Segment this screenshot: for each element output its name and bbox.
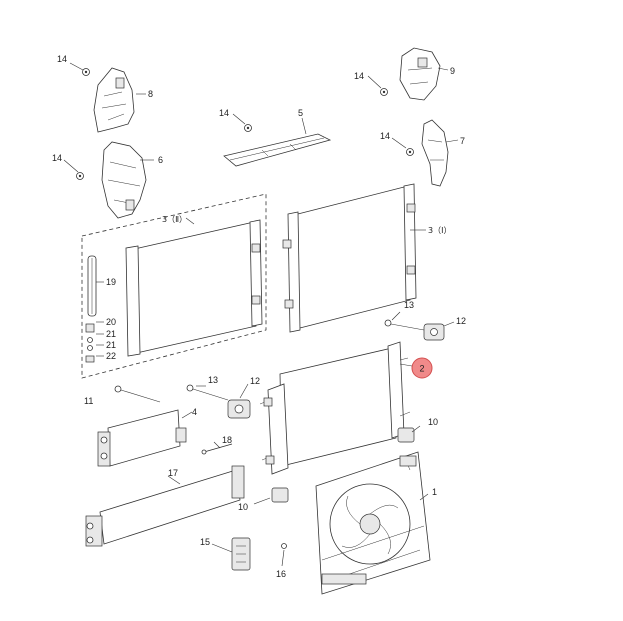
label-8: 8 (148, 89, 153, 99)
label-12-upper: 12 (456, 316, 466, 326)
part-8-air-deflector (93, 67, 135, 133)
bolt-13-lower-icon (186, 384, 229, 401)
bolt-14-d-icon (380, 88, 388, 96)
labels: 14 8 14 6 14 5 14 9 14 7 3（Ⅰ） 3（Ⅱ） 19 20… (52, 54, 466, 579)
part-9-bracket (399, 47, 441, 101)
bolt-14-e-icon (406, 148, 414, 156)
label-19: 19 (106, 277, 116, 287)
label-2: 2 (419, 364, 424, 374)
label-14-e: 14 (380, 131, 390, 141)
transmission-cooler-17 (85, 465, 245, 547)
label-14-a: 14 (57, 54, 67, 64)
part-7-bracket (421, 119, 449, 187)
label-18: 18 (222, 435, 232, 445)
bolts-14 (76, 68, 414, 180)
label-14-b: 14 (52, 153, 62, 163)
label-15: 15 (200, 537, 210, 547)
label-12-lower: 12 (250, 376, 260, 386)
mount-10-right (397, 427, 415, 443)
callout-2-highlight[interactable]: 2 (411, 357, 433, 379)
label-20: 20 (106, 317, 116, 327)
label-14-d: 14 (354, 71, 364, 81)
label-22: 22 (106, 351, 116, 361)
label-14-c: 14 (219, 108, 229, 118)
label-7: 7 (460, 136, 465, 146)
bolt-13-upper-icon (384, 319, 425, 331)
label-3-ii: 3（Ⅱ） (162, 215, 187, 224)
part-5-baffle (223, 133, 332, 167)
mount-12-lower (227, 399, 251, 419)
label-13-upper: 13 (404, 300, 414, 310)
module-15 (231, 537, 251, 571)
bolt-14-b-icon (76, 172, 84, 180)
label-10-right: 10 (428, 417, 438, 427)
bolt-11-icon (114, 385, 161, 403)
bolt-14-c-icon (244, 124, 252, 132)
label-17: 17 (168, 468, 178, 478)
radiator-2 (259, 341, 411, 475)
label-11: 11 (84, 396, 93, 406)
label-10-left: 10 (238, 502, 248, 512)
label-1: 1 (432, 487, 437, 497)
mount-10-left (271, 487, 289, 503)
label-9: 9 (450, 66, 455, 76)
label-13-lower: 13 (208, 375, 218, 385)
label-4: 4 (192, 407, 197, 417)
label-3-i: 3（Ⅰ） (428, 226, 451, 235)
pin-18 (201, 443, 233, 455)
label-5: 5 (298, 108, 303, 118)
fan-shroud-1 (315, 451, 431, 595)
label-16: 16 (276, 569, 286, 579)
condenser-3-i (282, 183, 417, 333)
mount-12-upper (423, 323, 445, 341)
leader-lines (63, 62, 459, 567)
oil-cooler-4 (97, 409, 187, 467)
label-21-a: 21 (106, 329, 116, 339)
bolt-16-icon (281, 543, 287, 549)
label-21-b: 21 (106, 340, 116, 350)
label-6: 6 (158, 155, 163, 165)
part-6-air-deflector (101, 141, 147, 219)
bolt-14-a-icon (82, 68, 90, 76)
condenser-3-ii-group (81, 193, 267, 379)
